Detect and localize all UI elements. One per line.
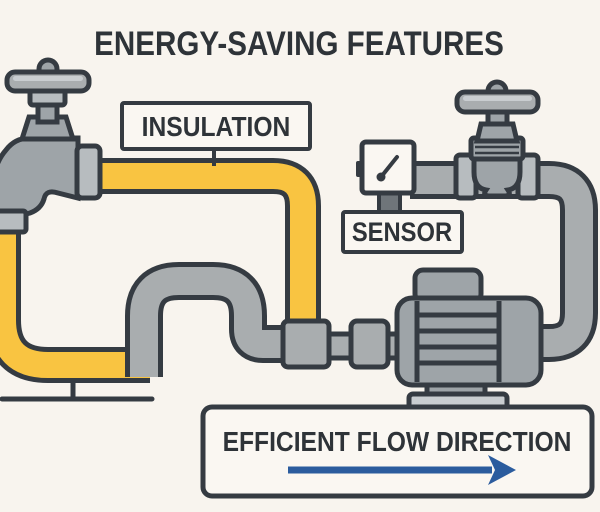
valve-handle-bar bbox=[454, 89, 541, 115]
faucet-body bbox=[0, 135, 81, 218]
coupling-block bbox=[348, 318, 391, 370]
insulation-label-text: INSULATION bbox=[142, 111, 291, 143]
sensor-label: SENSOR bbox=[341, 210, 464, 254]
insulated-pipe-top bbox=[97, 163, 316, 336]
faucet-valve-icon bbox=[0, 57, 103, 235]
valve-bonnet-rings bbox=[475, 145, 519, 155]
sensor-label-box bbox=[341, 210, 464, 254]
valve-handle-highlight bbox=[463, 96, 532, 101]
page-title-text: ENERGY-SAVING FEATURES bbox=[94, 24, 504, 62]
gate-valve-icon bbox=[453, 79, 541, 201]
page-title: ENERGY-SAVING FEATURES bbox=[94, 24, 504, 62]
faucet-handle-bar bbox=[4, 69, 92, 94]
right-arrow-icon bbox=[288, 455, 516, 485]
valve-packing-nut bbox=[473, 121, 521, 144]
outlet-pipe bbox=[410, 166, 593, 357]
flow-arrow-head bbox=[488, 455, 516, 485]
insulated-pipe-left bbox=[0, 226, 150, 378]
faucet-flange bbox=[74, 143, 103, 201]
insulation-label: INSULATION bbox=[120, 101, 312, 166]
bypass-bridge-pipe bbox=[125, 262, 288, 377]
pipe-support-stand bbox=[0, 382, 155, 402]
sensor-needle-pivot bbox=[376, 172, 386, 182]
insulated-pipe-yellow bbox=[0, 158, 321, 383]
faucet-handle-highlight bbox=[13, 76, 83, 81]
faucet-spout-collar bbox=[0, 208, 29, 235]
dial-gauge-icon bbox=[356, 139, 417, 218]
bridge-pipe bbox=[130, 267, 288, 377]
flow-direction-text: EFFICIENT FLOW DIRECTION bbox=[223, 426, 572, 458]
sensor-label-text: SENSOR bbox=[352, 218, 452, 248]
faucet-bonnet bbox=[18, 114, 77, 142]
flow-direction-label: EFFICIENT FLOW DIRECTION bbox=[200, 404, 595, 499]
valve-body bbox=[471, 155, 523, 199]
outlet-pipe-right bbox=[410, 161, 598, 362]
junction-couplings bbox=[280, 318, 404, 370]
pump-cooling-fins bbox=[417, 312, 499, 366]
junction-block bbox=[280, 318, 332, 370]
insulation-label-box bbox=[120, 101, 312, 151]
